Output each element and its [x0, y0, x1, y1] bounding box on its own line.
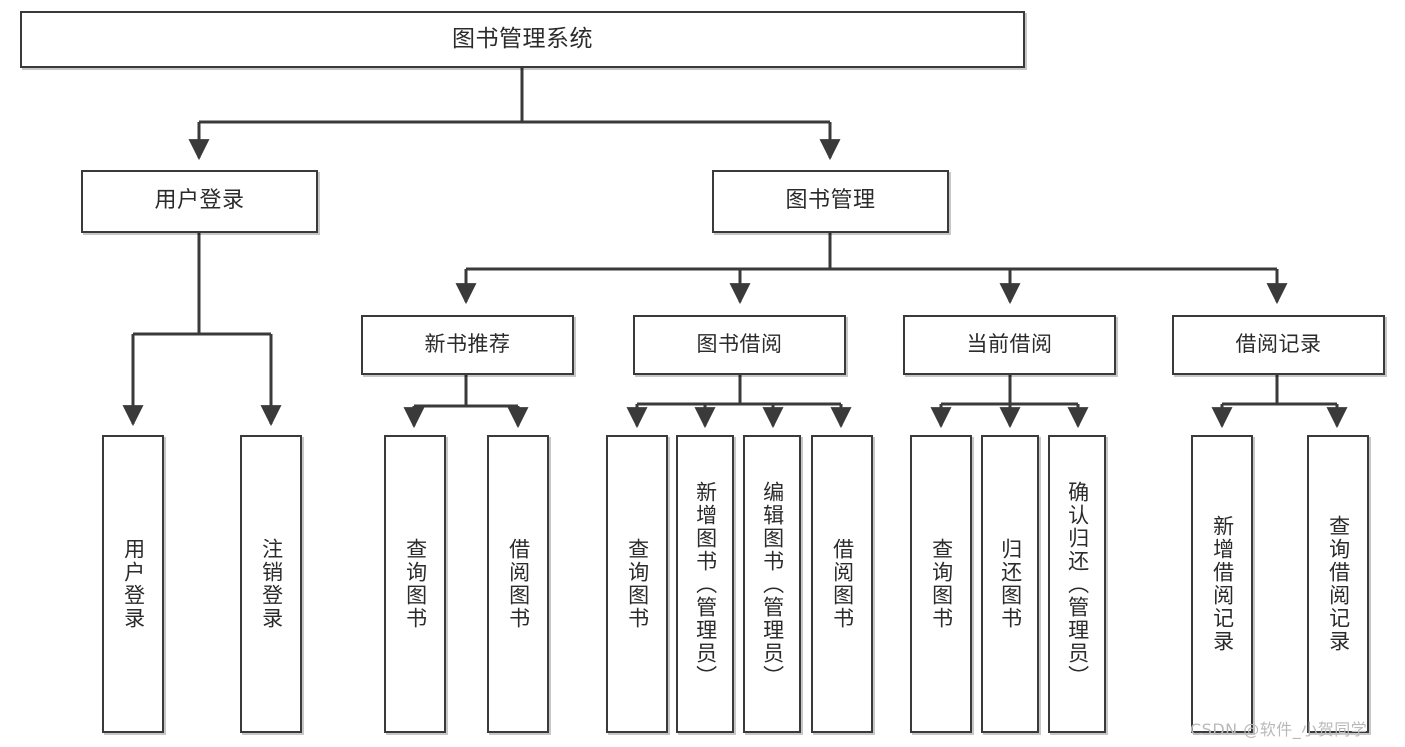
node-user-login-label: 用户登录	[154, 188, 245, 214]
leaf-borrow-record-add-label: 新增借阅记录	[1210, 515, 1235, 653]
leaf-book-borrow-borrow-label: 借阅图书	[830, 538, 855, 630]
leaf-book-borrow-edit[interactable]: 编辑图书（管理员）	[743, 435, 801, 733]
node-borrow-record-label: 借阅记录	[1235, 332, 1322, 357]
leaf-current-borrow-return[interactable]: 归还图书	[981, 435, 1039, 733]
leaf-current-borrow-confirm-label: 确认归还（管理员）	[1065, 480, 1090, 688]
node-new-book-recommend[interactable]: 新书推荐	[361, 315, 574, 375]
leaf-current-borrow-return-label: 归还图书	[998, 538, 1023, 630]
leaf-new-book-borrow[interactable]: 借阅图书	[487, 435, 549, 733]
node-new-book-recommend-label: 新书推荐	[424, 332, 511, 357]
leaf-user-login-login-label: 用户登录	[121, 538, 146, 630]
node-root[interactable]: 图书管理系统	[20, 11, 1025, 68]
leaf-new-book-query-label: 查询图书	[403, 538, 428, 630]
node-root-label: 图书管理系统	[452, 26, 593, 53]
leaf-book-borrow-query[interactable]: 查询图书	[606, 435, 668, 733]
leaf-new-book-query[interactable]: 查询图书	[384, 435, 446, 733]
node-book-borrow-label: 图书借阅	[696, 332, 783, 357]
node-current-borrow[interactable]: 当前借阅	[903, 315, 1116, 375]
leaf-borrow-record-query[interactable]: 查询借阅记录	[1307, 435, 1369, 733]
leaf-new-book-borrow-label: 借阅图书	[506, 538, 531, 630]
leaf-user-login-login[interactable]: 用户登录	[102, 435, 164, 733]
node-current-borrow-label: 当前借阅	[966, 332, 1053, 357]
leaf-book-borrow-query-label: 查询图书	[625, 538, 650, 630]
leaf-borrow-record-add[interactable]: 新增借阅记录	[1191, 435, 1253, 733]
leaf-user-login-logout-label: 注销登录	[259, 538, 284, 630]
node-book-borrow[interactable]: 图书借阅	[633, 315, 846, 375]
leaf-current-borrow-query-label: 查询图书	[929, 538, 954, 630]
node-borrow-record[interactable]: 借阅记录	[1172, 315, 1385, 375]
leaf-book-borrow-edit-label: 编辑图书（管理员）	[760, 480, 785, 688]
leaf-book-borrow-add-label: 新增图书（管理员）	[693, 480, 718, 688]
node-book-manage[interactable]: 图书管理	[712, 170, 949, 233]
node-book-manage-label: 图书管理	[785, 188, 876, 214]
leaf-current-borrow-query[interactable]: 查询图书	[910, 435, 972, 733]
leaf-book-borrow-add[interactable]: 新增图书（管理员）	[676, 435, 734, 733]
watermark-csdn: CSDN @软件_小贺同学	[1190, 720, 1368, 739]
leaf-user-login-logout[interactable]: 注销登录	[240, 435, 302, 733]
leaf-book-borrow-borrow[interactable]: 借阅图书	[811, 435, 873, 733]
leaf-borrow-record-query-label: 查询借阅记录	[1326, 515, 1351, 653]
node-user-login[interactable]: 用户登录	[81, 170, 318, 233]
leaf-current-borrow-confirm[interactable]: 确认归还（管理员）	[1048, 435, 1106, 733]
